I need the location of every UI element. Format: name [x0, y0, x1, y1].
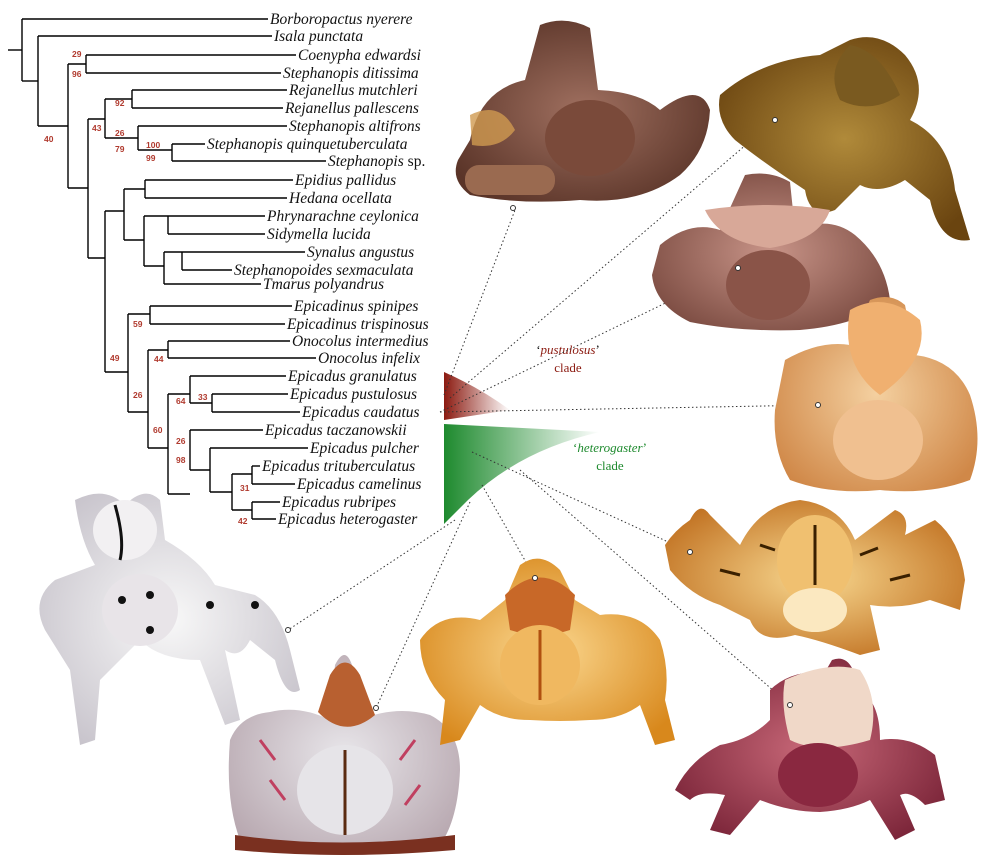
- taxon-label: Epicadus pulcher: [309, 440, 420, 457]
- taxon-label: Epicadus camelinus: [296, 476, 421, 493]
- support-value: 59: [133, 319, 143, 329]
- support-value: 99: [146, 153, 156, 163]
- pustulosus-clade-highlight: [444, 372, 510, 420]
- heterogaster-clade-label: ‘heterogaster’ clade: [573, 440, 647, 473]
- taxon-labels: Borboropactus nyerere Isala punctata Coe…: [207, 11, 429, 528]
- leader-line: [288, 520, 455, 630]
- striped-orange-crab-spider-photo: [665, 500, 965, 655]
- taxon-label: Phrynarachne ceylonica: [266, 208, 419, 225]
- clade-name: ‘pustulosus’: [536, 342, 600, 357]
- pustulosus-clade-label: ‘pustulosus’ clade: [536, 342, 600, 375]
- taxon-label: Onocolus intermedius: [292, 333, 428, 350]
- heterogaster-clade-highlight: [444, 424, 600, 524]
- taxon-label: Stephanopis altifrons: [289, 118, 421, 135]
- clade-name: ‘heterogaster’: [573, 440, 647, 455]
- clade-word: clade: [554, 360, 582, 375]
- white-crab-spider-photo: [39, 494, 300, 745]
- support-value: 79: [115, 144, 125, 154]
- taxon-label: Isala punctata: [273, 28, 363, 45]
- support-values: 29 96 40 92 43 26 79 100 99 59 49 44 26 …: [44, 49, 250, 526]
- taxon-label: Epicadus granulatus: [287, 368, 417, 385]
- taxon-label: Rejanellus mutchleri: [288, 82, 418, 99]
- taxon-label: Stephanopis quinquetuberculata: [207, 136, 408, 153]
- taxon-label: Coenypha edwardsi: [298, 47, 421, 64]
- leader-line: [444, 210, 515, 395]
- taxon-label: Sidymella lucida: [267, 226, 371, 243]
- support-value: 33: [198, 392, 208, 402]
- white-pink-crab-spider-photo: [229, 655, 460, 855]
- taxon-label: Stephanopis ditissima: [283, 65, 419, 82]
- taxon-label: Epicadinus trispinosus: [286, 316, 429, 333]
- taxon-label: Tmarus polyandrus: [263, 276, 384, 293]
- taxon-label: Onocolus infelix: [318, 350, 420, 367]
- support-value: 40: [44, 134, 54, 144]
- support-value: 26: [115, 128, 125, 138]
- taxon-label: Epicadus pustulosus: [289, 386, 417, 403]
- taxon-label: Rejanellus pallescens: [284, 100, 419, 117]
- support-value: 60: [153, 425, 163, 435]
- taxon-label: Epicadus rubripes: [281, 494, 396, 511]
- support-value: 44: [154, 354, 164, 364]
- support-value: 26: [133, 390, 143, 400]
- support-value: 42: [238, 516, 248, 526]
- support-value: 64: [176, 396, 186, 406]
- support-value: 43: [92, 123, 102, 133]
- taxon-label: Epidius pallidus: [294, 172, 396, 189]
- taxon-label: Epicadus caudatus: [301, 404, 420, 421]
- taxon-label: Epicadus trituberculatus: [261, 458, 415, 475]
- support-value: 49: [110, 353, 120, 363]
- support-value: 98: [176, 455, 186, 465]
- clade-word: clade: [596, 458, 624, 473]
- taxon-label: Borboropactus nyerere: [270, 11, 413, 28]
- pink-purple-crab-spider-photo: [675, 659, 945, 840]
- support-value: 31: [240, 483, 250, 493]
- brown-crab-spider-photo-3: [652, 174, 890, 331]
- taxon-label: Epicadus taczanowskii: [264, 422, 407, 439]
- taxon-label: Epicadinus spinipes: [293, 298, 418, 315]
- taxon-label: Hedana ocellata: [288, 190, 392, 207]
- taxon-label: Synalus angustus: [307, 244, 414, 261]
- yellow-orange-crab-spider-photo: [420, 559, 675, 745]
- support-value: 29: [72, 49, 82, 59]
- taxon-label: Stephanopis sp.: [328, 153, 425, 170]
- support-value: 92: [115, 98, 125, 108]
- brown-crab-spider-photo-1: [456, 21, 710, 211]
- taxon-label: Epicadus heterogaster: [277, 511, 418, 528]
- support-value: 100: [146, 140, 160, 150]
- support-value: 96: [72, 69, 82, 79]
- support-value: 26: [176, 436, 186, 446]
